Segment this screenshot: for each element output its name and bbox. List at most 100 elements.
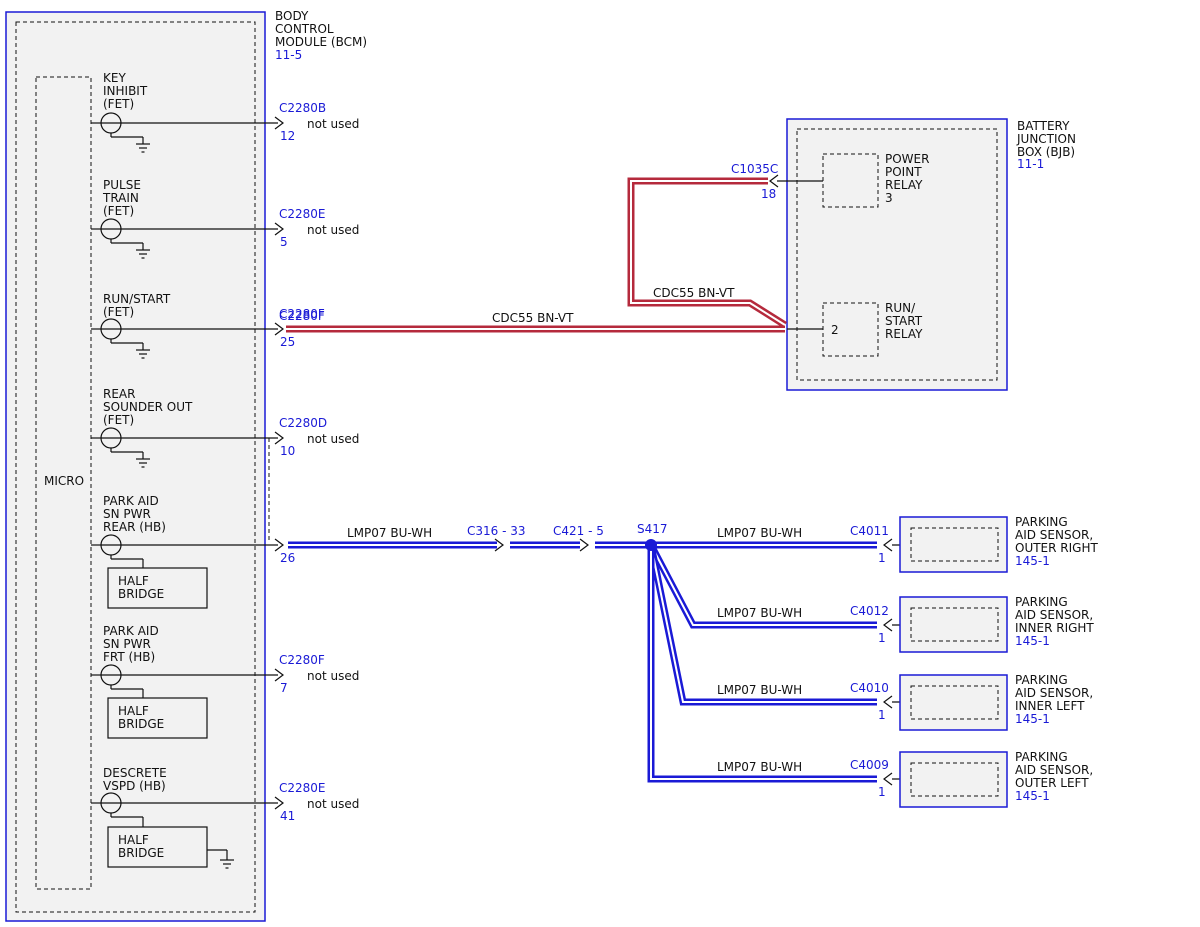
bcm-output-label-4: SN PWR <box>103 507 151 521</box>
sensor-inner-box-2 <box>910 685 999 720</box>
c316-arrow-icon <box>494 538 504 552</box>
lmp07-branch-label-2: LMP07 BU-WH <box>717 683 802 697</box>
bcm-output-label-2: RUN/START <box>103 292 171 306</box>
half-bridge-label-6: HALF <box>118 833 149 847</box>
output-arrow-icon-1 <box>274 222 284 236</box>
sensor-name-2: PARKING <box>1015 673 1068 687</box>
lmp07-branch-1-stripe <box>650 544 877 626</box>
micro-label: MICRO <box>44 474 84 488</box>
c421-arrow-icon <box>579 538 589 552</box>
half-bridge-label-4: HALF <box>118 574 149 588</box>
lmp07-branch-3 <box>647 545 877 783</box>
connector-label-5: C2280F <box>279 653 325 667</box>
status-not-used-3: not used <box>307 432 359 446</box>
connector-label-6: C2280E <box>279 781 326 795</box>
lmp07-branch-3-stripe <box>650 545 877 780</box>
c1035c-arrow-icon <box>769 174 779 188</box>
sensor-ref-3: 145-1 <box>1015 789 1050 803</box>
status-not-used-1: not used <box>307 223 359 237</box>
bjb-title: JUNCTION <box>1016 132 1076 146</box>
connector-label-0: C2280B <box>279 101 326 115</box>
c1035c-label: C1035C <box>731 162 778 176</box>
sensor-arrow-icon-1 <box>883 618 893 632</box>
sensor-name-3: AID SENSOR, <box>1015 763 1093 777</box>
output-arrow-icon-2 <box>274 322 284 336</box>
lmp07-main-label: LMP07 BU-WH <box>347 526 432 540</box>
pin-number-2: 25 <box>280 335 295 349</box>
sensor-name-0: OUTER RIGHT <box>1015 541 1098 555</box>
sensor-arrow-icon-3 <box>883 772 893 786</box>
lmp07-branch-label-0: LMP07 BU-WH <box>717 526 802 540</box>
bcm-output-label-3: SOUNDER OUT <box>103 400 193 414</box>
sensor-ref-2: 145-1 <box>1015 712 1050 726</box>
sensor-name-3: OUTER LEFT <box>1015 776 1089 790</box>
lmp07-branch-label-1: LMP07 BU-WH <box>717 606 802 620</box>
sensor-pin-2: 1 <box>878 708 886 722</box>
bjb-title: BATTERY <box>1017 119 1070 133</box>
half-bridge-label-5: BRIDGE <box>118 717 164 731</box>
run-start-relay-label: RUN/ <box>885 301 916 315</box>
sensor-name-1: PARKING <box>1015 595 1068 609</box>
sensor-name-0: AID SENSOR, <box>1015 528 1093 542</box>
power-point-relay-label: RELAY <box>885 178 923 192</box>
sensor-ref-0: 145-1 <box>1015 554 1050 568</box>
sensor-box-2 <box>899 674 1008 731</box>
sensor-ref-1: 145-1 <box>1015 634 1050 648</box>
pin-number-5: 7 <box>280 681 288 695</box>
bjb-inner-dashed-box <box>796 128 998 381</box>
sensor-inner-box-0 <box>910 527 999 562</box>
connector-label-run-start-overlay: C2280F <box>279 309 325 323</box>
bcm-title: CONTROL <box>275 22 334 36</box>
sensor-arrow-icon-2 <box>883 695 893 709</box>
bcm-output-label-4: PARK AID <box>103 494 159 508</box>
bcm-output-label-5: SN PWR <box>103 637 151 651</box>
sensor-name-1: INNER RIGHT <box>1015 621 1094 635</box>
bcm-output-label-3: (FET) <box>103 413 134 427</box>
c1035c-pin: 18 <box>761 187 776 201</box>
half-bridge-box-4 <box>107 567 208 609</box>
run-start-relay-label: START <box>885 314 923 328</box>
bcm-output-label-1: PULSE <box>103 178 141 192</box>
bjb-title: BOX (BJB) <box>1017 145 1075 159</box>
s417-label: S417 <box>637 522 668 536</box>
bcm-output-label-0: INHIBIT <box>103 84 148 98</box>
sensor-arrow-icon-0 <box>883 538 893 552</box>
status-not-used-0: not used <box>307 117 359 131</box>
connector-label-1: C2280E <box>279 207 326 221</box>
cdc55-upper-label: CDC55 BN-VT <box>653 286 735 300</box>
output-arrow-icon-6 <box>274 796 284 810</box>
status-not-used-5: not used <box>307 669 359 683</box>
pin-number-3: 10 <box>280 444 295 458</box>
bjb-module-box <box>786 118 1008 391</box>
status-not-used-6: not used <box>307 797 359 811</box>
sensor-pin-0: 1 <box>878 551 886 565</box>
lmp07-branch-2-stripe <box>650 544 877 703</box>
sensor-connector-3: C4009 <box>850 758 889 772</box>
bcm-title: BODY <box>275 9 309 23</box>
bcm-output-label-1: (FET) <box>103 204 134 218</box>
half-bridge-box-5 <box>107 697 208 739</box>
sensor-name-2: INNER LEFT <box>1015 699 1085 713</box>
sensor-name-0: PARKING <box>1015 515 1068 529</box>
sensor-inner-box-3 <box>910 762 999 797</box>
pin-number-4: 26 <box>280 551 295 565</box>
half-bridge-label-6: BRIDGE <box>118 846 164 860</box>
bcm-output-label-0: (FET) <box>103 97 134 111</box>
sensor-pin-1: 1 <box>878 631 886 645</box>
run-start-relay-label: RELAY <box>885 327 923 341</box>
sensor-name-2: AID SENSOR, <box>1015 686 1093 700</box>
c421-label: C421 - 5 <box>553 524 604 538</box>
c316-label: C316 - 33 <box>467 524 526 538</box>
cdc55-wire-upper-stripe <box>630 180 786 326</box>
bcm-output-label-4: REAR (HB) <box>103 520 166 534</box>
sensor-box-1 <box>899 596 1008 653</box>
bcm-inner-dashed-box <box>15 21 256 913</box>
power-point-relay-label: POWER <box>885 152 929 166</box>
bcm-output-label-0: KEY <box>103 71 126 85</box>
output-arrow-icon-0 <box>274 116 284 130</box>
half-bridge-label-5: HALF <box>118 704 149 718</box>
sensor-name-1: AID SENSOR, <box>1015 608 1093 622</box>
sensor-inner-box-1 <box>910 607 999 642</box>
connector-label-2: C2280F <box>279 307 325 321</box>
